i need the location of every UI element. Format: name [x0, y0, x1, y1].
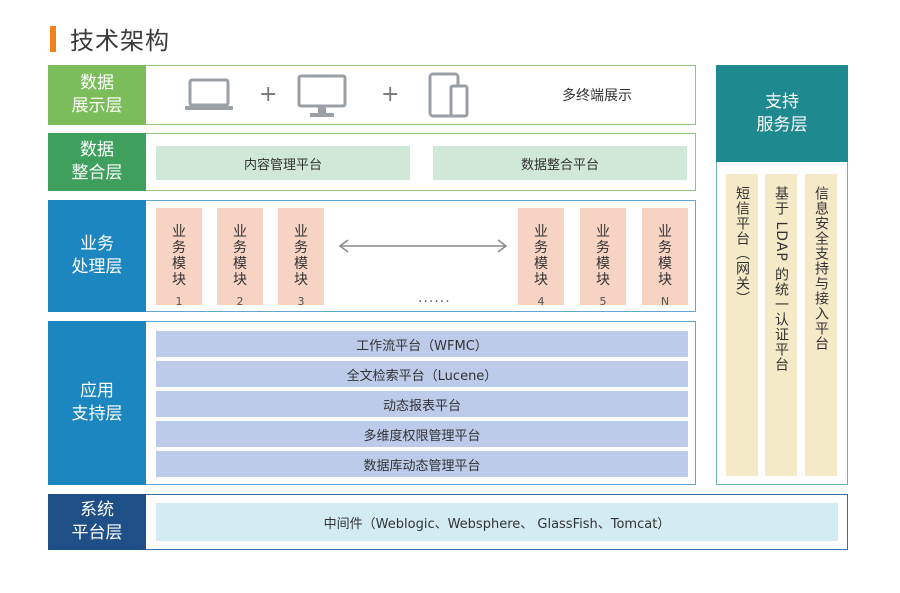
module-text: 业 务 模 块 [233, 224, 247, 288]
display-layer-label: 数据 展示层 [48, 65, 146, 125]
tablet-phone-icon [427, 72, 471, 120]
module-number: 5 [599, 295, 607, 308]
dynamic-report-platform: 动态报表平台 [156, 391, 688, 417]
integration-layer-label: 数据 整合层 [48, 133, 146, 191]
application-layer-label: 应用 支持层 [48, 321, 146, 485]
sms-gateway-platform: 短信平台（网关） [726, 174, 758, 476]
business-module-2: 业 务 模 块 2 [217, 208, 263, 308]
module-text: 业 务 模 块 [172, 224, 186, 288]
ldap-auth-platform: 基于 LDAP 的统一认证平台 [765, 174, 797, 476]
page-title: 技术架构 [70, 27, 170, 55]
multi-terminal-label: 多终端展示 [562, 88, 632, 104]
system-layer-label: 系统 平台层 [48, 494, 146, 550]
business-layer-label: 业务 处理层 [48, 200, 146, 312]
monitor-icon [296, 73, 348, 119]
content-management-platform: 内容管理平台 [156, 146, 410, 180]
module-text: 业 务 模 块 [658, 224, 672, 288]
module-number: 3 [297, 295, 305, 308]
business-module-3: 业 务 模 块 3 [278, 208, 324, 308]
security-access-platform: 信息安全支持与接入平台 [805, 174, 837, 476]
laptop-icon [183, 78, 235, 114]
module-text: 业 务 模 块 [294, 224, 308, 288]
business-module-5: 业 务 模 块 5 [580, 208, 626, 308]
module-number: 1 [175, 295, 183, 308]
database-management-platform: 数据库动态管理平台 [156, 451, 688, 477]
workflow-platform: 工作流平台（WFMC） [156, 331, 688, 357]
module-text: 业 务 模 块 [596, 224, 610, 288]
ellipsis: ...... [418, 290, 451, 306]
business-module-n: 业 务 模 块 N [642, 208, 688, 308]
plus-sign: + [381, 82, 400, 107]
middleware-bar: 中间件（Weblogic、Websphere、 GlassFish、Tomcat… [156, 503, 838, 541]
data-integration-platform: 数据整合平台 [433, 146, 687, 180]
plus-sign: + [259, 82, 278, 107]
business-module-1: 业 务 模 块 1 [156, 208, 202, 308]
fulltext-search-platform: 全文检索平台（Lucene） [156, 361, 688, 387]
permission-management-platform: 多维度权限管理平台 [156, 421, 688, 447]
business-module-4: 业 务 模 块 4 [518, 208, 564, 308]
title-accent-bar [50, 26, 56, 52]
module-number: 4 [537, 295, 545, 308]
module-text: 业 务 模 块 [534, 224, 548, 288]
module-number: 2 [236, 295, 244, 308]
module-number: N [660, 295, 670, 308]
support-layer-label: 支持 服务层 [716, 65, 848, 162]
double-arrow-icon [336, 238, 510, 254]
